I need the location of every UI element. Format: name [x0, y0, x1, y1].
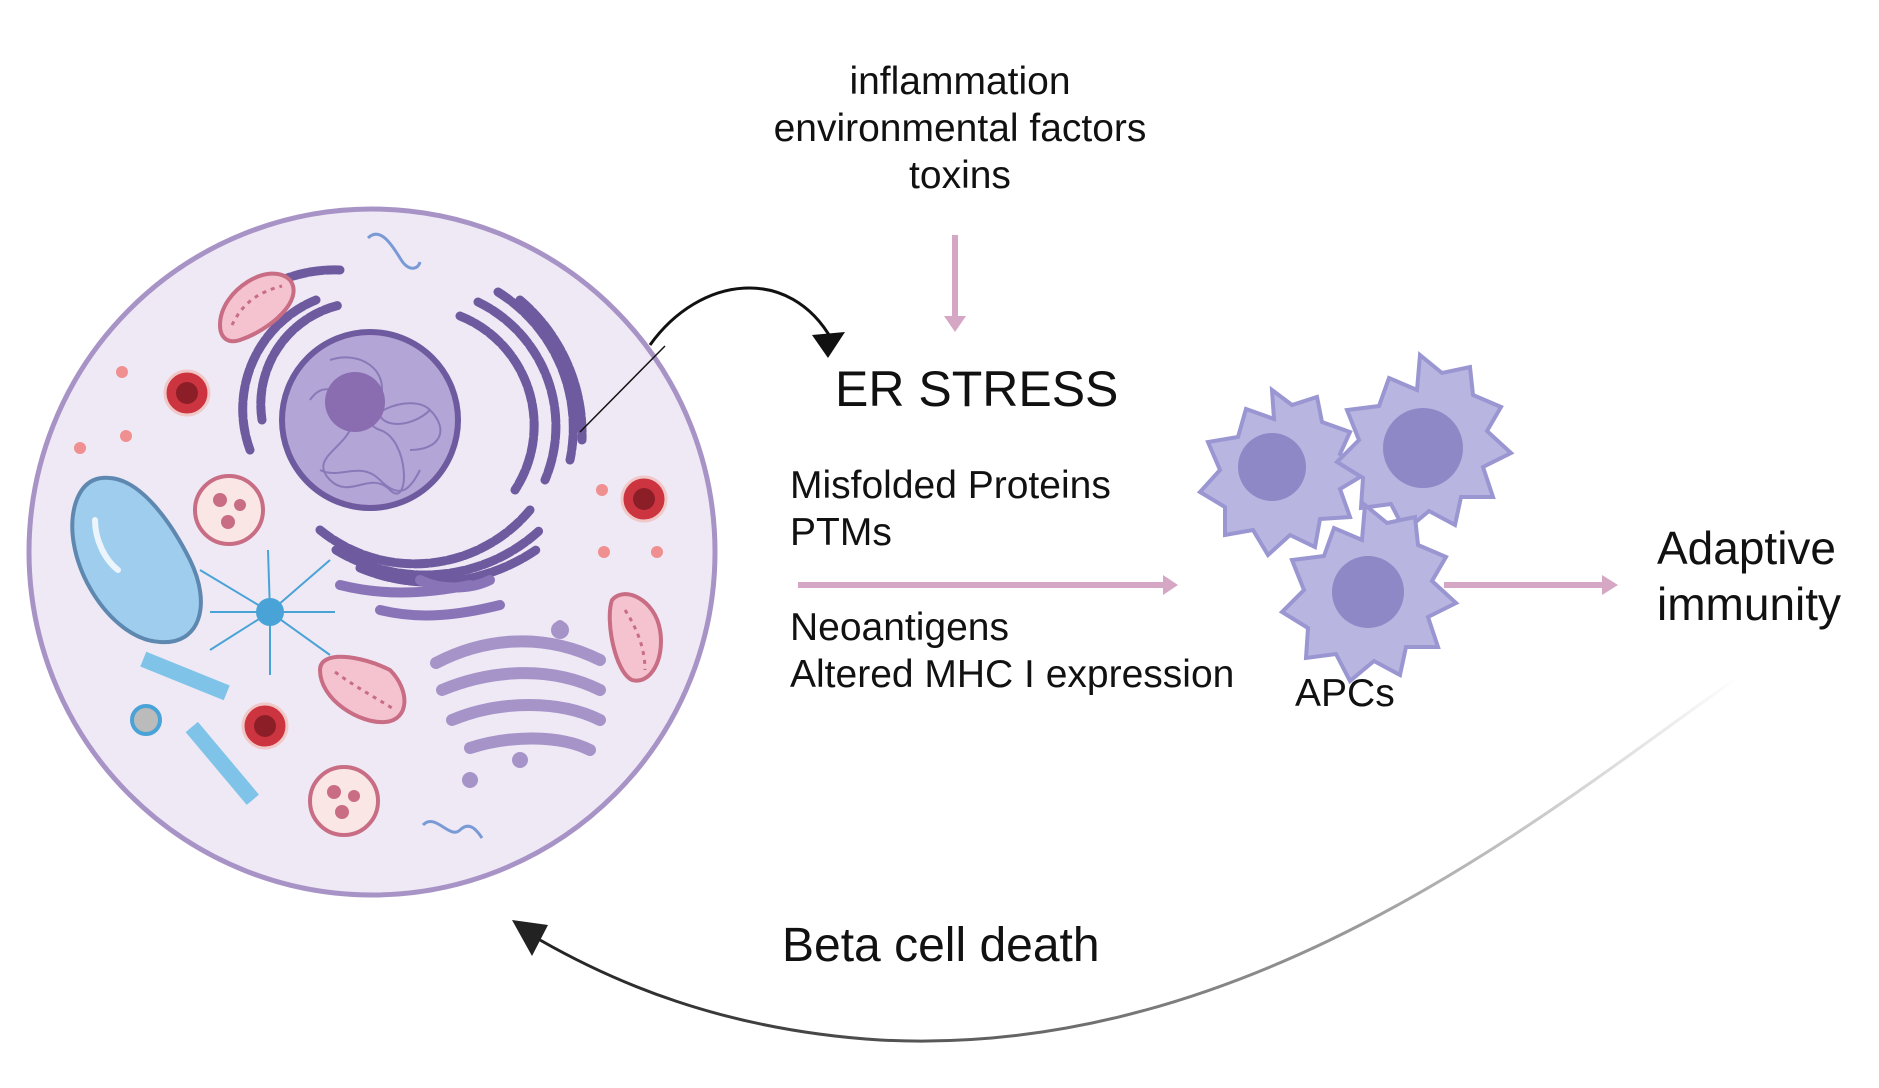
adaptive-word: Adaptive [1657, 522, 1837, 574]
adaptive-immunity-label: Adaptive immunity [1657, 520, 1841, 632]
golgi-vesicles [462, 620, 569, 788]
vacuole [70, 475, 203, 645]
rna-strand-2 [421, 820, 484, 839]
trigger-environmental-factors: environmental factors [773, 107, 1147, 150]
arrowhead-beta-cell-death [512, 920, 548, 956]
trigger-list: inflammation environmental factors toxin… [700, 58, 1220, 199]
lysosomes [193, 474, 380, 837]
ptms-label: PTMs [790, 511, 892, 554]
apcs-label: APCs [1295, 672, 1395, 715]
misfolded-proteins-label: Misfolded Proteins [790, 464, 1111, 507]
rna-strand-1 [366, 232, 422, 270]
er-stress-label: ER STRESS [835, 361, 1119, 417]
cytoskeleton [140, 651, 259, 805]
nucleolus [325, 372, 385, 432]
apc-2 [1333, 351, 1515, 535]
immunity-word: immunity [1657, 578, 1842, 630]
arrow-beta-cell-death [539, 674, 1741, 1043]
small-dots [74, 366, 663, 558]
centrosome [199, 549, 335, 675]
apc-1 [1196, 385, 1369, 559]
nucleus [279, 329, 461, 511]
consequences-upper: Misfolded Proteins PTMs [790, 462, 1111, 556]
golgi-apparatus [430, 635, 606, 756]
beta-cell-death-label: Beta cell death [782, 919, 1100, 972]
trigger-toxins: toxins [909, 154, 1011, 197]
arrowhead-er-stress [812, 332, 845, 358]
vesicle [130, 704, 162, 736]
golgi-small [335, 575, 505, 621]
apc-cells [1196, 351, 1515, 685]
consequences-lower: Neoantigens Altered MHC I expression [790, 604, 1234, 698]
beta-cell [26, 206, 718, 898]
arrow-to-er-stress [648, 286, 834, 346]
mitochondrion-1 [217, 271, 296, 344]
apc-3 [1278, 501, 1460, 685]
trigger-inflammation: inflammation [849, 60, 1071, 103]
mitochondrion-2 [317, 654, 407, 725]
altered-mhc-label: Altered MHC I expression [790, 653, 1235, 696]
neoantigens-label: Neoantigens [790, 606, 1009, 649]
red-vesicles [163, 369, 668, 750]
mitochondrion-3 [607, 592, 663, 683]
pointer-line [579, 345, 666, 433]
